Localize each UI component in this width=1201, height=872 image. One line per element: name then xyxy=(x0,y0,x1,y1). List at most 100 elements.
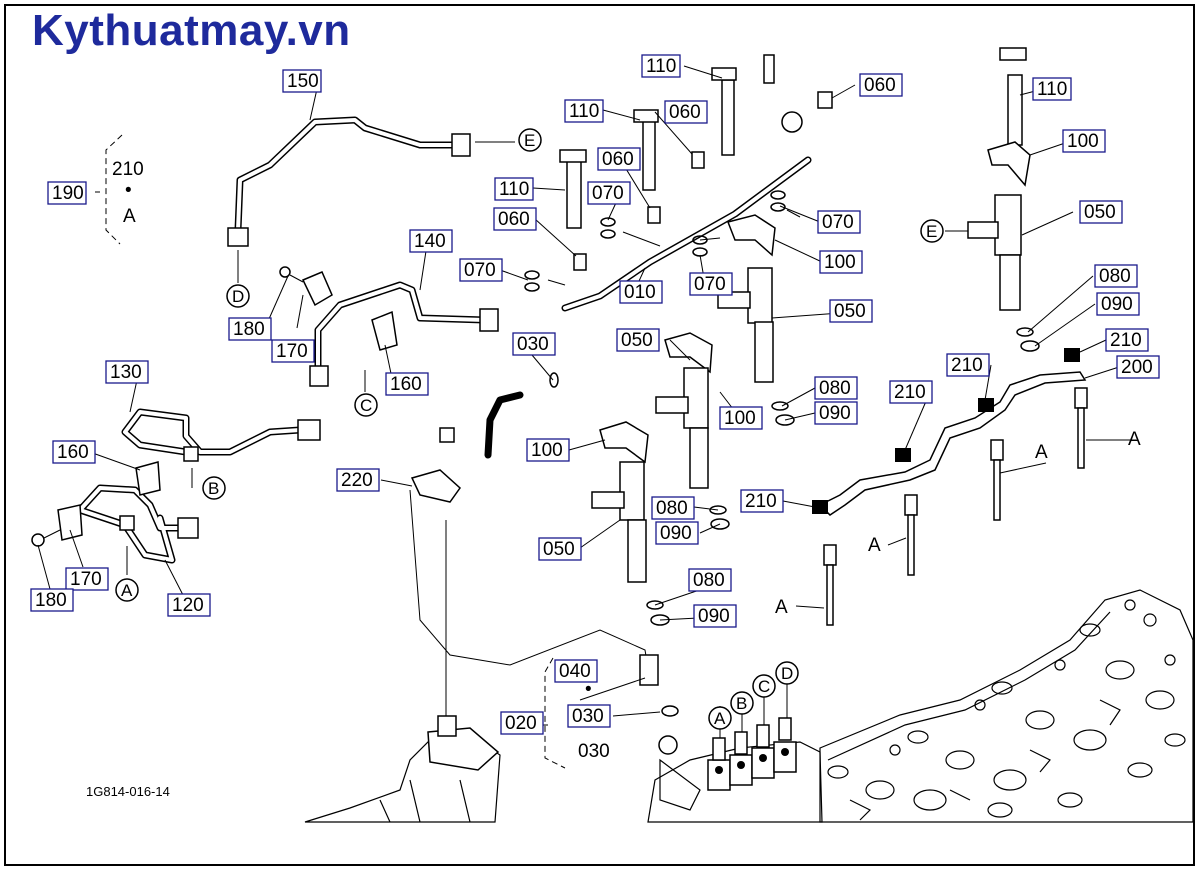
label-110: 110 xyxy=(494,177,534,201)
injection-pump xyxy=(647,717,823,823)
callout-d: D xyxy=(226,284,250,308)
svg-text:220: 220 xyxy=(341,470,373,491)
label-090: 090 xyxy=(655,521,699,545)
cylinder-head xyxy=(819,589,1194,823)
label-060: 060 xyxy=(597,147,641,171)
svg-text:030: 030 xyxy=(517,334,549,355)
svg-text:090: 090 xyxy=(660,523,692,544)
label-150: 150 xyxy=(282,69,322,93)
svg-text:170: 170 xyxy=(276,341,308,362)
svg-text:A: A xyxy=(121,581,133,600)
label-160: 160 xyxy=(52,440,96,464)
svg-text:080: 080 xyxy=(819,378,851,399)
svg-text:200: 200 xyxy=(1121,357,1153,378)
label-090: 090 xyxy=(693,604,737,628)
svg-text:050: 050 xyxy=(621,330,653,351)
svg-text:070: 070 xyxy=(464,260,496,281)
label-030: 030 xyxy=(512,332,556,356)
callout-c: C xyxy=(752,674,776,698)
svg-text:D: D xyxy=(232,287,244,306)
callout-a: A xyxy=(708,706,732,730)
group-020-qty: 030 xyxy=(578,741,610,762)
callout-b: B xyxy=(730,691,754,715)
label-100: 100 xyxy=(526,438,570,462)
svg-text:A: A xyxy=(714,709,726,728)
label-050: 050 xyxy=(829,299,873,323)
svg-text:060: 060 xyxy=(864,75,896,96)
svg-text:090: 090 xyxy=(819,403,851,424)
pipe-nuts xyxy=(119,133,499,539)
label-060: 060 xyxy=(859,73,903,97)
label-110: 110 xyxy=(564,99,604,123)
svg-text:080: 080 xyxy=(1099,266,1131,287)
label-050: 050 xyxy=(1079,200,1123,224)
label-110: 110 xyxy=(1032,77,1072,101)
label-140: 140 xyxy=(409,229,453,253)
label-180: 180 xyxy=(228,317,272,341)
svg-text:050: 050 xyxy=(834,301,866,322)
svg-text:210: 210 xyxy=(745,491,777,512)
svg-text:170: 170 xyxy=(70,569,102,590)
svg-text:110: 110 xyxy=(499,179,529,200)
svg-text:180: 180 xyxy=(35,590,67,611)
label-080: 080 xyxy=(814,376,858,400)
svg-text:E: E xyxy=(926,222,937,241)
label-120: 120 xyxy=(167,593,211,617)
label-170: 170 xyxy=(271,339,315,363)
label-080: 080 xyxy=(651,496,695,520)
label-100: 100 xyxy=(819,250,863,274)
svg-text:110: 110 xyxy=(646,56,676,77)
label-060: 060 xyxy=(493,207,537,231)
svg-text:110: 110 xyxy=(569,101,599,122)
label-110: 110 xyxy=(641,54,681,78)
glow-plug-ref: A xyxy=(1128,429,1141,450)
callout-b: B xyxy=(202,476,226,500)
label-030: 030 xyxy=(567,704,611,728)
group-020-dot: • xyxy=(585,679,592,700)
callout-e: E xyxy=(920,219,944,243)
group-190-qty: 210 xyxy=(112,159,144,180)
label-070: 070 xyxy=(459,258,503,282)
label-020: 020 xyxy=(500,711,544,735)
svg-text:080: 080 xyxy=(656,498,688,519)
svg-text:070: 070 xyxy=(822,212,854,233)
svg-text:210: 210 xyxy=(894,382,926,403)
svg-text:010: 010 xyxy=(624,282,656,303)
svg-text:070: 070 xyxy=(694,274,726,295)
group-190-dot: • xyxy=(125,180,132,201)
svg-text:100: 100 xyxy=(1067,131,1099,152)
glow-plug-ref: A xyxy=(868,535,881,556)
label-040: 040 xyxy=(554,659,598,683)
pipe-clamps xyxy=(31,266,398,547)
label-210: 210 xyxy=(889,380,933,404)
callout-d: D xyxy=(775,661,799,685)
svg-text:050: 050 xyxy=(543,539,575,560)
label-070: 070 xyxy=(689,272,733,296)
svg-text:100: 100 xyxy=(824,252,856,273)
label-190: 190 xyxy=(47,181,87,205)
svg-text:190: 190 xyxy=(52,183,84,204)
label-050: 050 xyxy=(616,328,660,352)
svg-text:160: 160 xyxy=(57,442,89,463)
pump-body xyxy=(304,520,501,823)
svg-text:D: D xyxy=(781,664,793,683)
brand-watermark: Kythuatmay.vn xyxy=(32,6,351,55)
svg-text:180: 180 xyxy=(233,319,265,340)
svg-text:210: 210 xyxy=(1110,330,1142,351)
reference-callouts: E D C B A E A B C D xyxy=(115,128,944,730)
svg-text:050: 050 xyxy=(1084,202,1116,223)
label-080: 080 xyxy=(1094,264,1138,288)
callout-c: C xyxy=(354,393,378,417)
svg-text:C: C xyxy=(758,677,770,696)
label-070: 070 xyxy=(587,181,631,205)
label-100: 100 xyxy=(1062,129,1106,153)
svg-text:140: 140 xyxy=(414,231,446,252)
label-210: 210 xyxy=(946,353,990,377)
flow-arrows xyxy=(126,141,968,738)
svg-text:C: C xyxy=(360,396,372,415)
label-050: 050 xyxy=(538,537,582,561)
label-100: 100 xyxy=(719,406,763,430)
svg-text:B: B xyxy=(208,479,219,498)
diagram-frame xyxy=(4,4,1195,866)
label-210: 210 xyxy=(740,489,784,513)
